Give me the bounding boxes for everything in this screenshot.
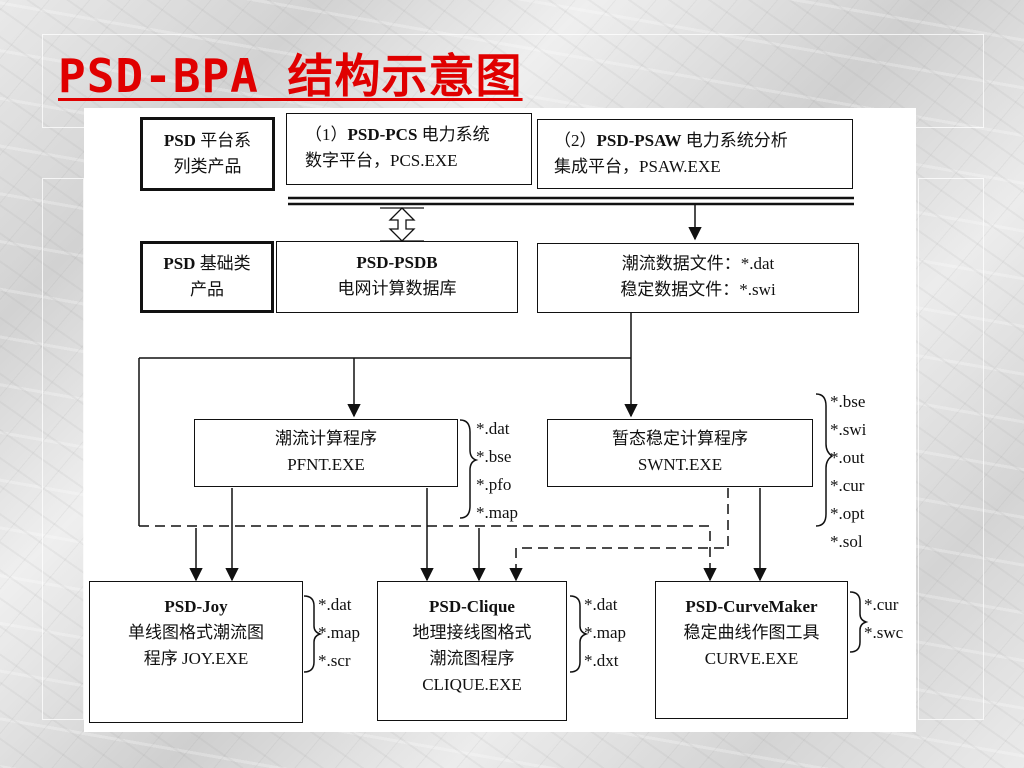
swnt-out-bse: *.bse xyxy=(830,392,866,411)
clique-line3: 潮流图程序 xyxy=(429,649,515,668)
swnt-line2: SWNT.EXE xyxy=(637,455,723,474)
joy-line2: 单线图格式潮流图 xyxy=(128,623,264,642)
joy-line3: 程序 JOY.EXE xyxy=(143,649,249,668)
basic-text1: 基础类 xyxy=(195,254,251,273)
datafiles-line2: 稳定数据文件：*.swi xyxy=(620,280,776,299)
pcs-text1: 电力系统 xyxy=(417,125,490,144)
joy-file-list: *.dat *.map *.scr xyxy=(318,591,360,675)
psd-pcs-box: （1）PSD-PCS 电力系统 数字平台，PCS.EXE xyxy=(286,113,532,185)
pfnt-box: 潮流计算程序 PFNT.EXE xyxy=(194,419,458,487)
psd-psaw-box: （2）PSD-PSAW 电力系统分析 集成平台，PSAW.EXE xyxy=(537,119,853,189)
swnt-out-sol: *.sol xyxy=(830,532,863,551)
curvemaker-line3: CURVE.EXE xyxy=(704,649,799,668)
clique-file-dxt: *.dxt xyxy=(584,651,619,670)
brace-joy xyxy=(303,595,323,673)
decorative-frame-right xyxy=(918,178,984,720)
platform-text2: 列类产品 xyxy=(173,157,242,176)
joy-file-scr: *.scr xyxy=(318,651,351,670)
swnt-out-swi: *.swi xyxy=(830,420,867,439)
pcs-pre: （1） xyxy=(305,125,348,144)
pcs-bold: PSD-PCS xyxy=(347,125,418,144)
psd-curvemaker-box: PSD-CurveMaker 稳定曲线作图工具 CURVE.EXE xyxy=(655,581,848,719)
basic-text2: 产品 xyxy=(190,280,224,299)
platform-text1: 平台系 xyxy=(195,131,252,150)
psd-psdb-box: PSD-PSDB 电网计算数据库 xyxy=(276,241,518,313)
psdb-line1: PSD-PSDB xyxy=(356,253,438,272)
clique-file-dat: *.dat xyxy=(584,595,618,614)
pfnt-line1: 潮流计算程序 xyxy=(275,429,377,448)
psaw-bold: PSD-PSAW xyxy=(596,131,682,150)
swnt-output-list: *.bse *.swi *.out *.cur *.opt *.sol xyxy=(830,388,866,556)
pfnt-out-dat: *.dat xyxy=(476,419,510,438)
psaw-text1: 电力系统分析 xyxy=(681,131,788,150)
curve-file-cur: *.cur xyxy=(864,595,899,614)
joy-line1: PSD-Joy xyxy=(164,597,228,616)
pfnt-output-list: *.dat *.bse *.pfo *.map xyxy=(476,415,518,527)
brace-curve xyxy=(849,591,869,653)
joy-file-map: *.map xyxy=(318,623,361,642)
brace-pfnt xyxy=(459,419,479,519)
connector-lines xyxy=(138,196,869,673)
dashed-swnt-clique xyxy=(509,488,729,582)
basic-bold: PSD xyxy=(163,254,196,273)
clique-line1: PSD-Clique xyxy=(429,597,515,616)
basic-products-box: PSD 基础类 产品 xyxy=(140,241,274,313)
clique-file-map: *.map xyxy=(584,623,627,642)
curve-file-swc: *.swc xyxy=(864,623,904,642)
pfnt-out-bse: *.bse xyxy=(476,447,512,466)
bidirectional-arrow-icon xyxy=(388,207,416,242)
pfnt-out-pfo: *.pfo xyxy=(476,475,512,494)
joy-file-dat: *.dat xyxy=(318,595,352,614)
swnt-out-opt: *.opt xyxy=(830,504,865,523)
curve-file-list: *.cur *.swc xyxy=(864,591,903,647)
slide-title: PSD-BPA 结构示意图 xyxy=(58,49,523,103)
dashed-line-left xyxy=(139,525,717,582)
psaw-line2: 集成平台，PSAW.EXE xyxy=(554,157,721,176)
swnt-out-cur: *.cur xyxy=(830,476,865,495)
decorative-frame-left xyxy=(42,178,84,720)
psd-joy-box: PSD-Joy 单线图格式潮流图 程序 JOY.EXE xyxy=(89,581,303,723)
datafiles-line1: 潮流数据文件：*.dat xyxy=(621,254,775,273)
brace-clique xyxy=(569,595,589,673)
clique-line4: CLIQUE.EXE xyxy=(422,675,522,694)
platform-products-box: PSD 平台系 列类产品 xyxy=(140,117,275,191)
psdb-line2: 电网计算数据库 xyxy=(337,279,457,298)
pcs-line2: 数字平台，PCS.EXE xyxy=(305,151,458,170)
clique-line2: 地理接线图格式 xyxy=(412,623,532,642)
psd-clique-box: PSD-Clique 地理接线图格式 潮流图程序 CLIQUE.EXE xyxy=(377,581,567,721)
swnt-box: 暂态稳定计算程序 SWNT.EXE xyxy=(547,419,813,487)
psaw-pre: （2） xyxy=(554,131,597,150)
platform-bold: PSD xyxy=(163,131,196,150)
diagram-panel: PSD 平台系 列类产品 （1）PSD-PCS 电力系统 数字平台，PCS.EX… xyxy=(84,108,916,732)
clique-file-list: *.dat *.map *.dxt xyxy=(584,591,626,675)
brace-swnt xyxy=(815,393,834,527)
data-files-box: 潮流数据文件：*.dat 稳定数据文件：*.swi xyxy=(537,243,859,313)
curvemaker-line2: 稳定曲线作图工具 xyxy=(683,623,820,642)
pfnt-out-map: *.map xyxy=(476,503,519,522)
swnt-line1: 暂态稳定计算程序 xyxy=(612,429,748,448)
swnt-out-out: *.out xyxy=(830,448,865,467)
pfnt-line2: PFNT.EXE xyxy=(287,455,365,474)
curvemaker-line1: PSD-CurveMaker xyxy=(685,597,818,616)
